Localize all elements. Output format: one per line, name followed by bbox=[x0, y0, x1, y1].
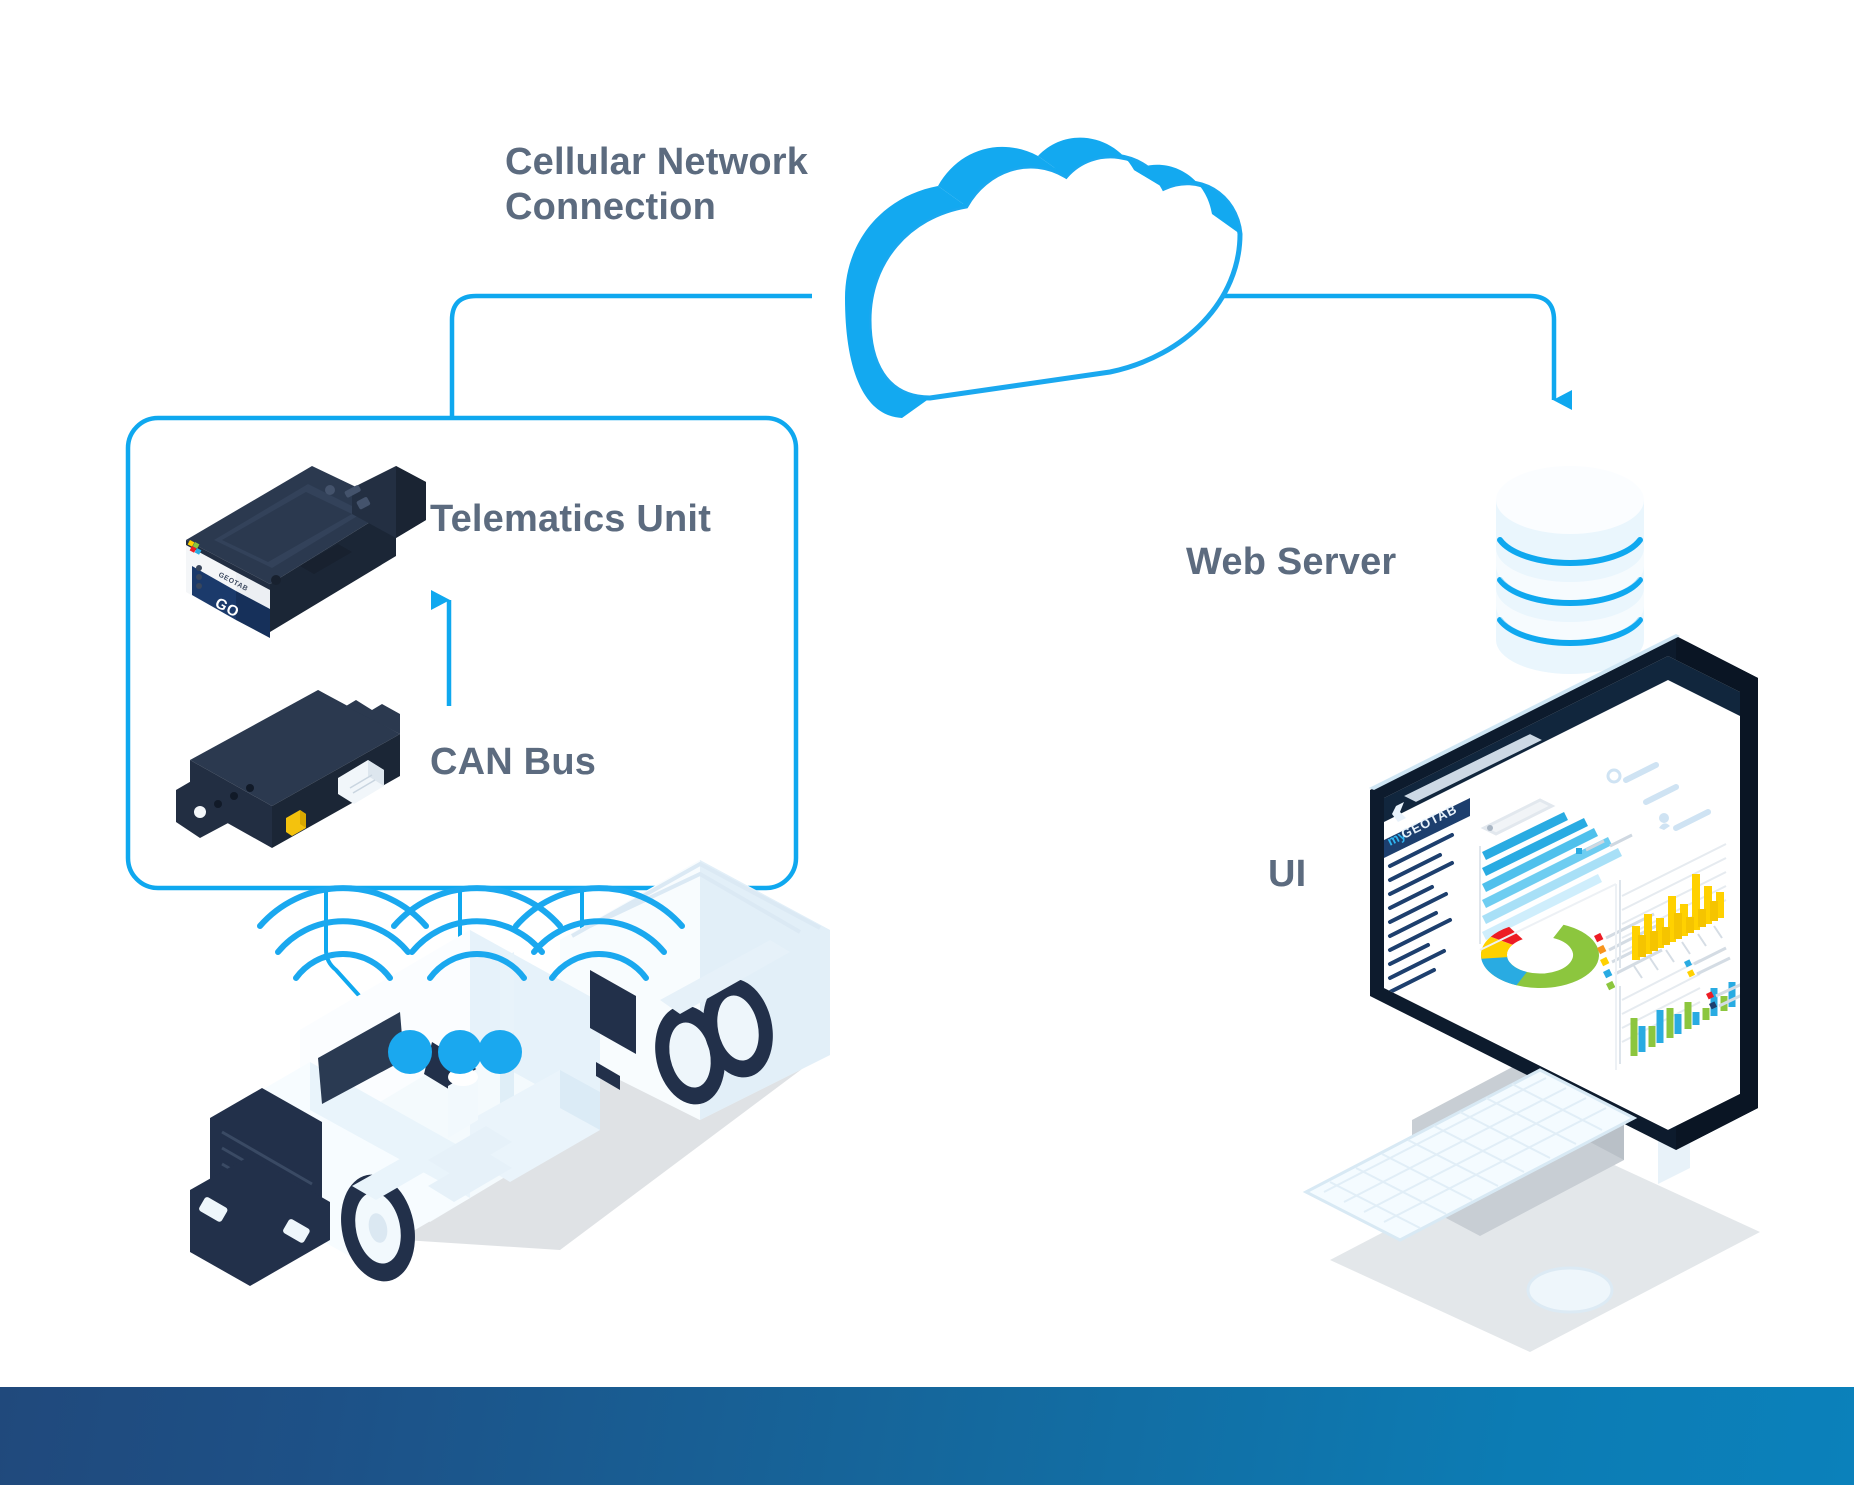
label-cellular-network: Cellular Network Connection bbox=[505, 141, 809, 228]
dashboard-grouped-bar-chart bbox=[1619, 946, 1740, 1064]
dashboard-screen: my GEOTAB bbox=[1384, 656, 1740, 1130]
truck-front-wheel bbox=[341, 1142, 452, 1282]
signal-indicator-3 bbox=[478, 885, 685, 1074]
geotab-logo-dot bbox=[187, 540, 202, 555]
dashboard-hbar-chart bbox=[1479, 811, 1633, 944]
signal-indicator-1 bbox=[257, 885, 432, 1074]
mouse bbox=[1526, 1266, 1614, 1314]
bottom-accent-bar bbox=[0, 1387, 1854, 1485]
label-telematics-unit: Telematics Unit bbox=[430, 498, 712, 540]
cellular-uplink-path bbox=[449, 293, 812, 418]
keyboard bbox=[1302, 1068, 1638, 1242]
label-ui: UI bbox=[1268, 853, 1307, 895]
truck-steps bbox=[428, 1126, 512, 1202]
signal-drop-1 bbox=[324, 888, 412, 1054]
signal-indicator-2 bbox=[391, 885, 563, 1074]
truck-fuel-tank bbox=[470, 1070, 600, 1182]
truck-rear-wheels bbox=[655, 940, 790, 1105]
label-web-server: Web Server bbox=[1186, 541, 1397, 583]
cloud-to-server-path bbox=[1222, 293, 1572, 410]
label-can-bus: CAN Bus bbox=[430, 741, 597, 783]
dashboard-header-icons bbox=[1606, 762, 1711, 831]
dashboard-yellow-bar-chart bbox=[1619, 843, 1727, 979]
